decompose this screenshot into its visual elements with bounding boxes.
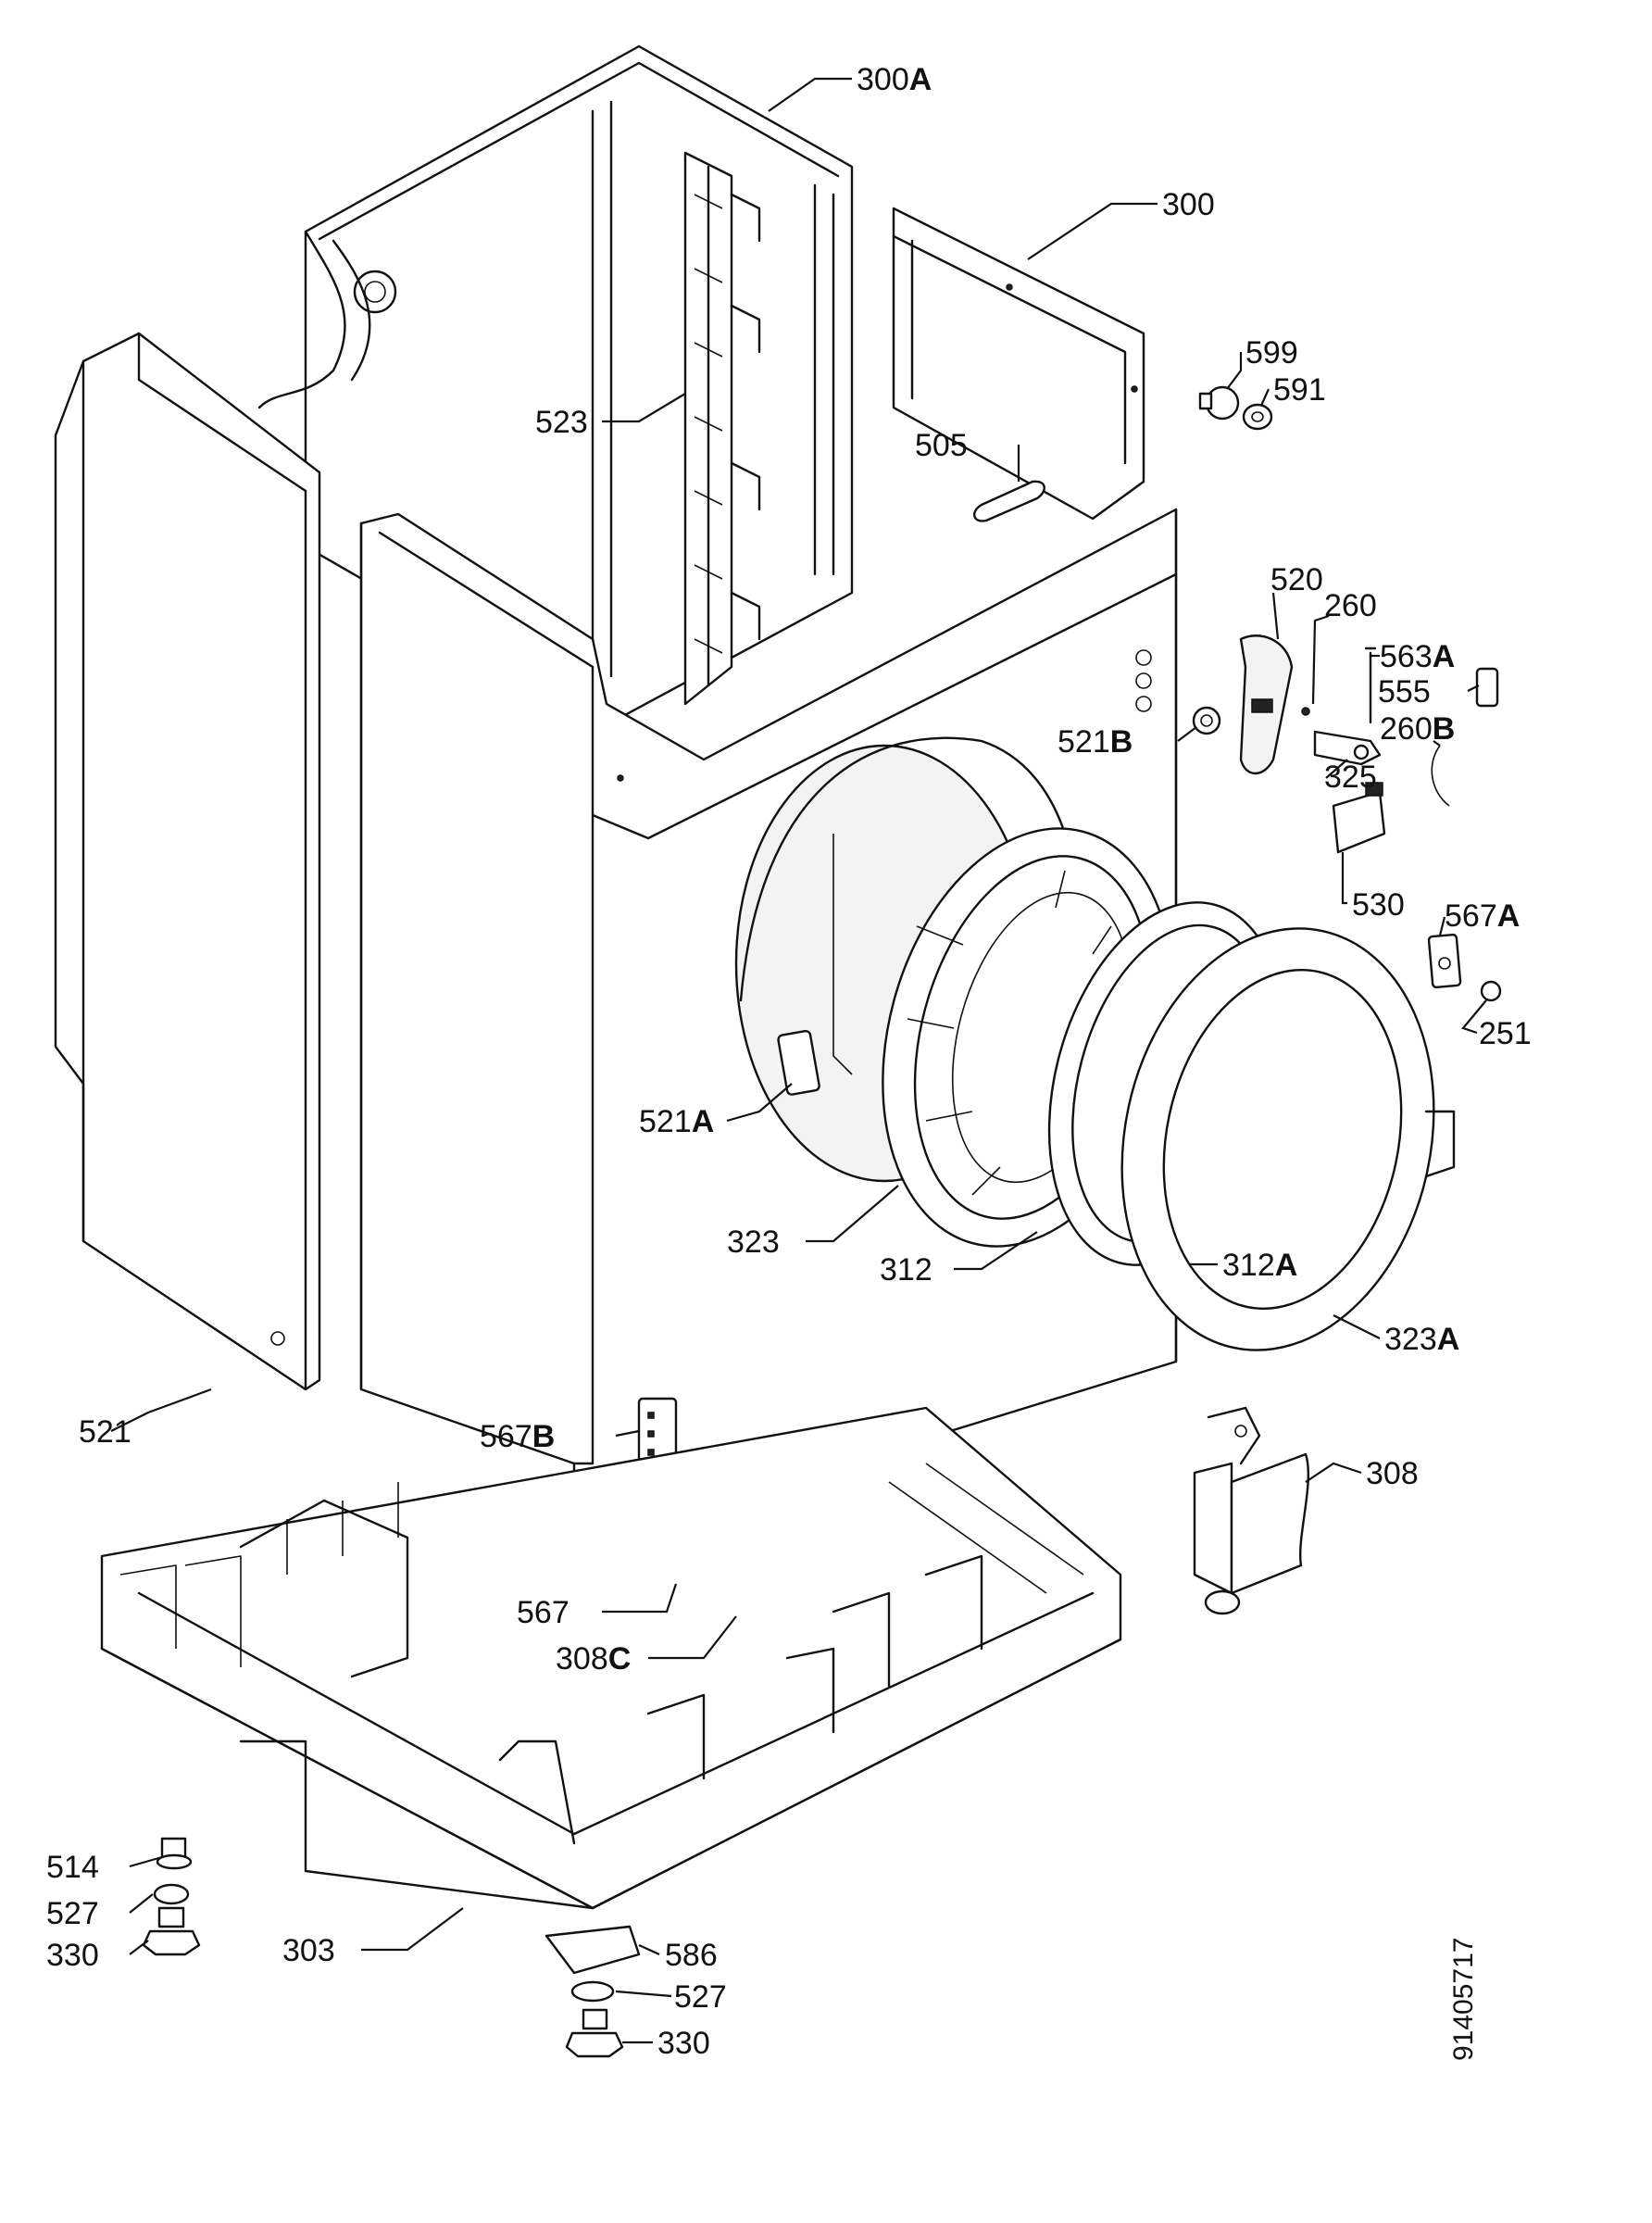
part-label-325: 325 — [1324, 760, 1377, 795]
part-number: 527 — [46, 1896, 99, 1931]
part-label-563a: 563A — [1380, 639, 1455, 674]
part-suffix: A — [692, 1104, 715, 1139]
part-number: 563 — [1380, 639, 1433, 674]
part-label-586: 586 — [665, 1938, 718, 1973]
door-ring-323a — [1120, 927, 1456, 1351]
part-number: 300 — [1162, 187, 1215, 222]
side-frame-300 — [892, 207, 1145, 521]
feet-right — [544, 1925, 641, 2058]
part-number: 505 — [915, 428, 968, 463]
part-suffix: A — [1497, 898, 1521, 934]
part-number: 260 — [1324, 588, 1377, 623]
part-label-312: 312 — [880, 1252, 932, 1287]
part-label-300a: 300A — [857, 62, 932, 97]
part-label-567: 567 — [517, 1595, 569, 1630]
part-number: 523 — [535, 405, 588, 440]
part-number: 330 — [46, 1938, 99, 1973]
part-label-260b: 260B — [1380, 711, 1455, 747]
part-label-300: 300 — [1162, 187, 1215, 222]
hinge-308 — [1193, 1406, 1309, 1615]
part-number: 567 — [1445, 898, 1497, 934]
part-number: 300 — [857, 62, 909, 97]
part-label-521b: 521B — [1058, 724, 1133, 760]
part-number: 323 — [1384, 1322, 1437, 1357]
part-label-260: 260 — [1324, 588, 1377, 623]
part-label-521a: 521A — [639, 1104, 714, 1139]
part-number: 312 — [880, 1252, 932, 1287]
part-label-323a: 323A — [1384, 1322, 1459, 1357]
part-suffix: B — [1110, 724, 1133, 760]
part-label-599: 599 — [1245, 335, 1298, 370]
part-suffix: C — [608, 1641, 632, 1677]
bracket-523 — [683, 151, 761, 706]
part-number: 308 — [1366, 1456, 1419, 1491]
part-label-330r: 330 — [657, 2026, 710, 2061]
part-suffix: B — [1433, 711, 1456, 747]
part-number: 330 — [657, 2026, 710, 2061]
part-label-308: 308 — [1366, 1456, 1419, 1491]
part-number: 312 — [1222, 1248, 1275, 1283]
part-number: 521 — [79, 1414, 131, 1450]
feet-left — [142, 1837, 201, 1956]
part-number: 303 — [282, 1933, 335, 1968]
part-label-567a: 567A — [1445, 898, 1520, 934]
part-label-251: 251 — [1479, 1016, 1532, 1051]
part-label-555: 555 — [1378, 674, 1431, 710]
part-number: 325 — [1324, 760, 1377, 795]
part-number: 520 — [1270, 562, 1323, 597]
part-suffix: A — [1433, 639, 1456, 674]
part-suffix: A — [1275, 1248, 1298, 1283]
part-number: 251 — [1479, 1016, 1532, 1051]
part-label-527r: 527 — [674, 1979, 727, 2015]
part-label-514: 514 — [46, 1850, 99, 1885]
part-label-308c: 308C — [556, 1641, 631, 1677]
part-number: 530 — [1352, 887, 1405, 923]
part-label-330l: 330 — [46, 1938, 99, 1973]
part-label-505: 505 — [915, 428, 968, 463]
part-number: 308 — [556, 1641, 608, 1677]
part-label-591: 591 — [1273, 372, 1326, 408]
part-suffix: A — [909, 62, 932, 97]
part-number: 567 — [480, 1419, 532, 1454]
part-label-521: 521 — [79, 1414, 131, 1450]
part-number: 521 — [1058, 724, 1110, 760]
part-number: 521 — [639, 1104, 692, 1139]
part-label-312a: 312A — [1222, 1248, 1297, 1283]
part-label-323: 323 — [727, 1225, 780, 1260]
part-number: 514 — [46, 1850, 99, 1885]
leader-lines — [110, 77, 1487, 2044]
part-number: 599 — [1245, 335, 1298, 370]
part-number: 527 — [674, 1979, 727, 2015]
part-label-527l: 527 — [46, 1896, 99, 1931]
document-number: 91405717 — [1448, 1938, 1479, 2061]
part-label-303: 303 — [282, 1933, 335, 1968]
small-fasteners — [973, 385, 1502, 1002]
part-number: 260 — [1380, 711, 1433, 747]
part-number: 591 — [1273, 372, 1326, 408]
part-number: 586 — [665, 1938, 718, 1973]
part-suffix: A — [1437, 1322, 1460, 1357]
part-number: 567 — [517, 1595, 569, 1630]
part-suffix: B — [532, 1419, 556, 1454]
base-frame-303 — [100, 1406, 1122, 1910]
part-label-523: 523 — [535, 405, 588, 440]
part-number: 323 — [727, 1225, 780, 1260]
left-side-panel — [54, 332, 321, 1391]
hinge-assembly — [1239, 634, 1499, 854]
part-label-530: 530 — [1352, 887, 1405, 923]
part-number: 555 — [1378, 674, 1431, 710]
part-label-520: 520 — [1270, 562, 1323, 597]
part-label-567b: 567B — [480, 1419, 555, 1454]
